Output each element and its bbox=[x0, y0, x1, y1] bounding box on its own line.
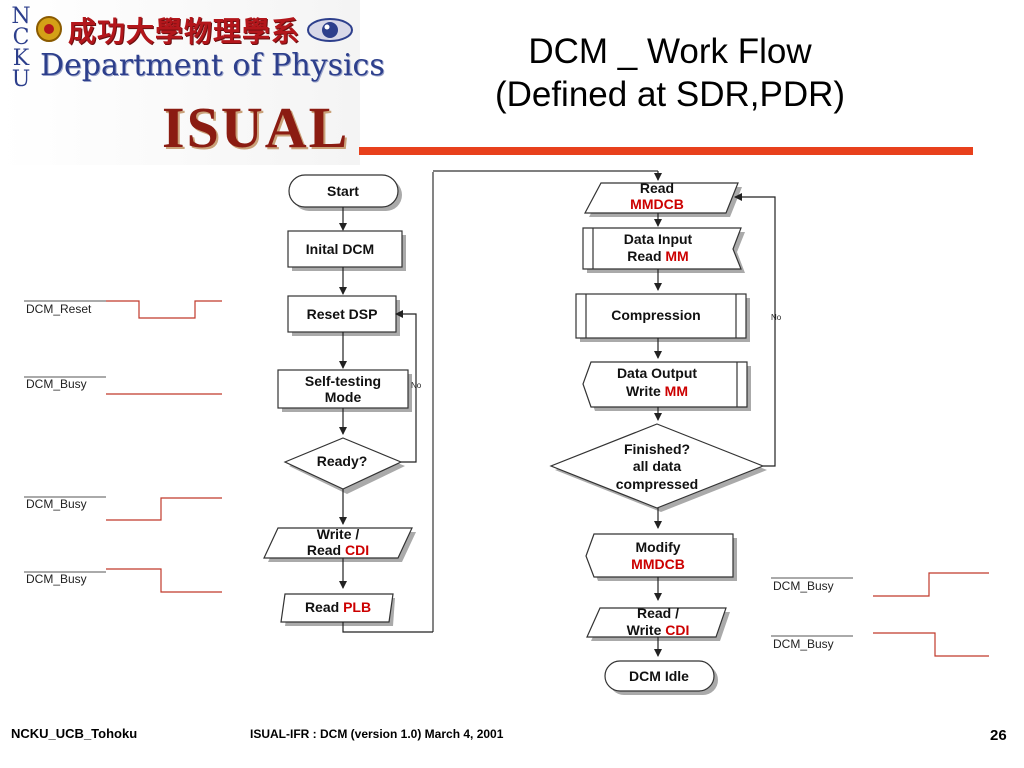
signal-busy5-label: DCM_Busy bbox=[773, 637, 834, 651]
node-init-dcm: Inital DCM bbox=[287, 230, 406, 271]
signal-dcm-busy-4: DCM_Busy bbox=[771, 572, 989, 597]
node-read-mmdcb-line1: Read bbox=[640, 180, 674, 196]
node-finished-line3: compressed bbox=[616, 476, 698, 492]
node-read-write-line1: Read / bbox=[637, 605, 679, 621]
signal-busy3-label: DCM_Busy bbox=[26, 572, 87, 586]
page-title: DCM _ Work Flow (Defined at SDR,PDR) bbox=[400, 30, 940, 116]
footer-center: ISUAL-IFR : DCM (version 1.0) March 4, 2… bbox=[250, 727, 504, 741]
node-compression-label: Compression bbox=[611, 307, 700, 323]
logo-chinese: 成功大學物理學系 bbox=[68, 15, 301, 48]
node-dcm-idle: DCM Idle bbox=[604, 660, 718, 695]
node-write-line2: Read CDI bbox=[307, 542, 369, 558]
title-line-1: DCM _ Work Flow bbox=[528, 32, 812, 71]
node-dcm-idle-label: DCM Idle bbox=[629, 668, 689, 684]
node-reset-dsp: Reset DSP bbox=[287, 295, 400, 336]
logo-ncku-letters: N C K U bbox=[11, 4, 31, 92]
node-read-write-cdi: Read / Write CDI bbox=[586, 605, 730, 641]
node-finished-line1: Finished? bbox=[624, 441, 690, 457]
signal-dcm-busy-5: DCM_Busy bbox=[771, 632, 989, 657]
node-self-testing-line2: Mode bbox=[325, 389, 362, 405]
signal-reset-label: DCM_Reset bbox=[26, 302, 92, 316]
title-line-2: (Defined at SDR,PDR) bbox=[494, 75, 846, 114]
node-data-output-line1: Data Output bbox=[617, 365, 697, 381]
signal-dcm-busy-2: DCM_Busy bbox=[24, 496, 222, 521]
node-read-write-line2: Write CDI bbox=[627, 622, 690, 638]
node-init-label: Inital DCM bbox=[306, 241, 374, 257]
emblem-icon bbox=[36, 16, 62, 42]
node-self-testing: Self-testing Mode bbox=[277, 369, 412, 412]
node-compression: Compression bbox=[575, 293, 750, 342]
node-data-output: Data Output Write MM bbox=[582, 361, 751, 411]
ready-no-loop bbox=[395, 310, 417, 463]
logo-english: Department of Physics bbox=[40, 48, 385, 83]
footer-left: NCKU_UCB_Tohoku bbox=[11, 726, 138, 741]
node-modify-line2: MMDCB bbox=[631, 556, 685, 572]
logo-isual: ISUAL bbox=[162, 95, 350, 160]
node-read-mmdcb-line2: MMDCB bbox=[630, 196, 684, 212]
eye-logo-icon bbox=[307, 18, 353, 42]
node-modify-line1: Modify bbox=[635, 539, 680, 555]
signal-dcm-busy-3: DCM_Busy bbox=[24, 568, 222, 593]
signal-dcm-busy-1: DCM_Busy bbox=[24, 376, 222, 395]
finished-no-label: No bbox=[771, 313, 782, 322]
node-read-plb-label: Read PLB bbox=[305, 599, 371, 615]
node-self-testing-line1: Self-testing bbox=[305, 373, 381, 389]
signal-busy4-label: DCM_Busy bbox=[773, 579, 834, 593]
title-underline bbox=[359, 147, 973, 155]
node-ready-label: Ready? bbox=[317, 453, 368, 469]
node-data-input: Data Input Read MM bbox=[582, 227, 745, 273]
signal-dcm-reset: DCM_Reset bbox=[24, 300, 222, 319]
node-write-line1: Write / bbox=[317, 526, 360, 542]
page-number: 26 bbox=[990, 727, 1007, 744]
node-ready-decision: Ready? bbox=[283, 437, 405, 494]
node-data-output-line2: Write MM bbox=[626, 383, 688, 399]
node-data-input-line2: Read MM bbox=[627, 248, 688, 264]
ready-no-label: No bbox=[411, 381, 422, 390]
node-reset-label: Reset DSP bbox=[307, 306, 378, 322]
node-start: Start bbox=[288, 174, 402, 211]
node-start-label: Start bbox=[327, 183, 359, 199]
node-finished-line2: all data bbox=[633, 458, 681, 474]
plb-to-connector bbox=[342, 622, 433, 633]
signal-busy2-label: DCM_Busy bbox=[26, 497, 87, 511]
node-read-mmdcb: Read MMDCB bbox=[584, 180, 742, 217]
signal-busy1-label: DCM_Busy bbox=[26, 377, 87, 391]
node-finished-decision: Finished? all data compressed bbox=[549, 423, 767, 512]
node-read-plb: Read PLB bbox=[280, 593, 395, 626]
node-modify-mmdcb: Modify MMDCB bbox=[585, 533, 737, 581]
finished-no-loop bbox=[734, 193, 776, 467]
node-write-read-cdi: Write / Read CDI bbox=[263, 526, 416, 562]
node-data-input-line1: Data Input bbox=[624, 231, 693, 247]
